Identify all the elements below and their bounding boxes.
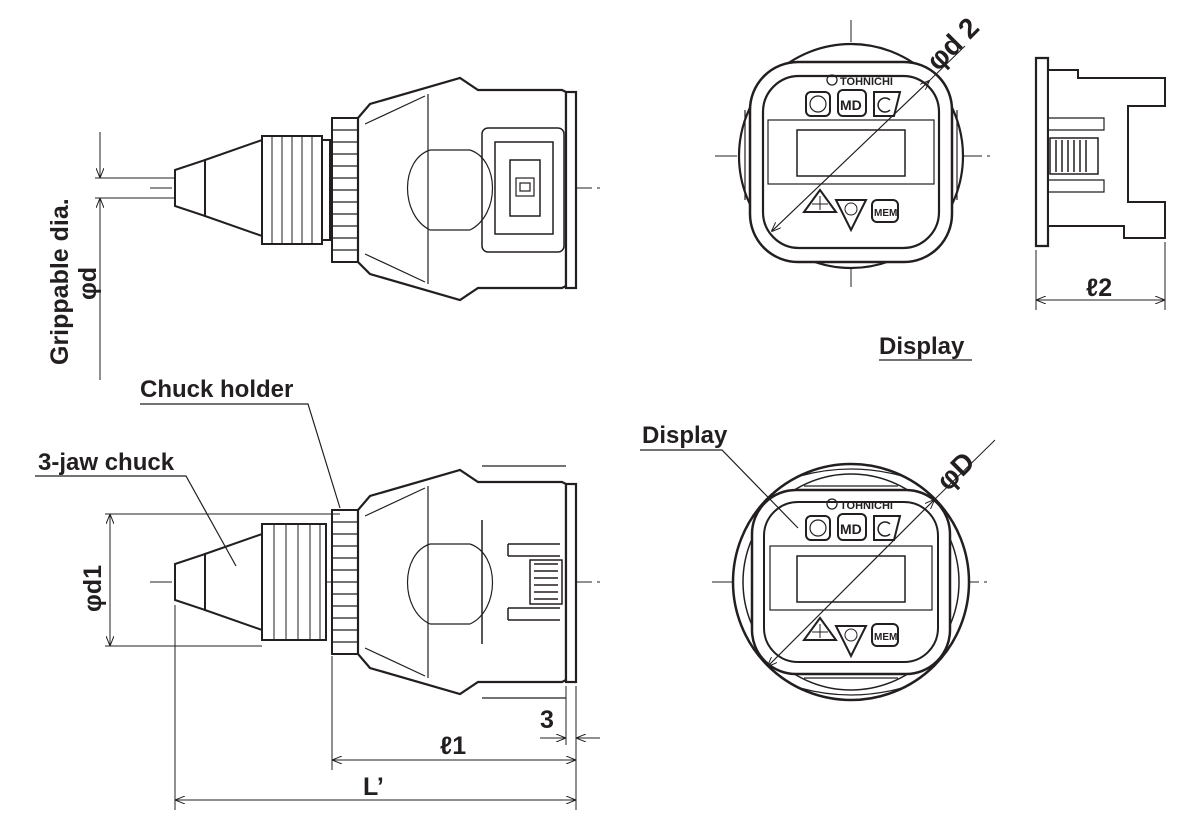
bottom-brand-text: TOHNICHI: [840, 500, 893, 512]
phi-d-label: φd: [74, 267, 102, 300]
phi-d2-label: φd 2: [920, 12, 985, 77]
side-profile-body: [1047, 69, 1166, 239]
side-profile-view: ℓ2: [1034, 56, 1166, 310]
grippable-dia-dimension: Grippable dia. φd: [46, 132, 176, 380]
l2-label: ℓ2: [1086, 274, 1112, 302]
phi-d1-dimension: φd1: [79, 513, 340, 647]
bottom-lcd-screen: [796, 555, 906, 603]
phi-D-label: φD: [930, 446, 980, 496]
bottom-knurled-ring: [261, 523, 327, 641]
grippable-dia-label: Grippable dia.: [46, 198, 74, 365]
length-dimensions: 3 ℓ1 L’: [174, 605, 600, 810]
top-brand-text: TOHNICHI: [840, 76, 893, 88]
top-chuck-cone: [204, 138, 263, 238]
jaw-chuck-leader: [35, 475, 237, 567]
dim-3-label: 3: [540, 706, 554, 734]
top-mem-button: [871, 199, 899, 223]
l-prime-label: L’: [363, 773, 384, 801]
bottom-chuck-cone: [204, 532, 263, 632]
top-chuck-tip: [174, 158, 206, 218]
top-front-view: TOHNICHI MD MEM φd 2: [715, 12, 990, 292]
svg-text:MEM: MEM: [874, 208, 897, 219]
bottom-chuck-tip: [174, 552, 206, 612]
top-side-view: [150, 76, 600, 302]
svg-text:MEM: MEM: [874, 632, 897, 643]
svg-text:MD: MD: [840, 97, 862, 113]
top-md-button: [837, 89, 867, 117]
bottom-mem-button: [871, 623, 899, 647]
bottom-front-view: TOHNICHI MD MEM φD: [712, 439, 996, 702]
phi-d1-label: φd1: [79, 565, 107, 612]
display-leader: [640, 449, 799, 529]
chuck-holder-label: Chuck holder: [140, 376, 293, 403]
chuck-holder-leader: [140, 403, 341, 509]
bottom-side-view: [150, 465, 600, 699]
svg-text:MD: MD: [840, 521, 862, 537]
l1-label: ℓ1: [440, 732, 466, 760]
bottom-md-button: [837, 513, 867, 541]
jaw-chuck-label: 3-jaw chuck: [38, 449, 175, 476]
display-leader-label: Display: [642, 422, 728, 449]
top-lcd-screen: [796, 129, 906, 177]
top-main-body: [356, 76, 568, 302]
display-caption: Display: [879, 333, 965, 360]
